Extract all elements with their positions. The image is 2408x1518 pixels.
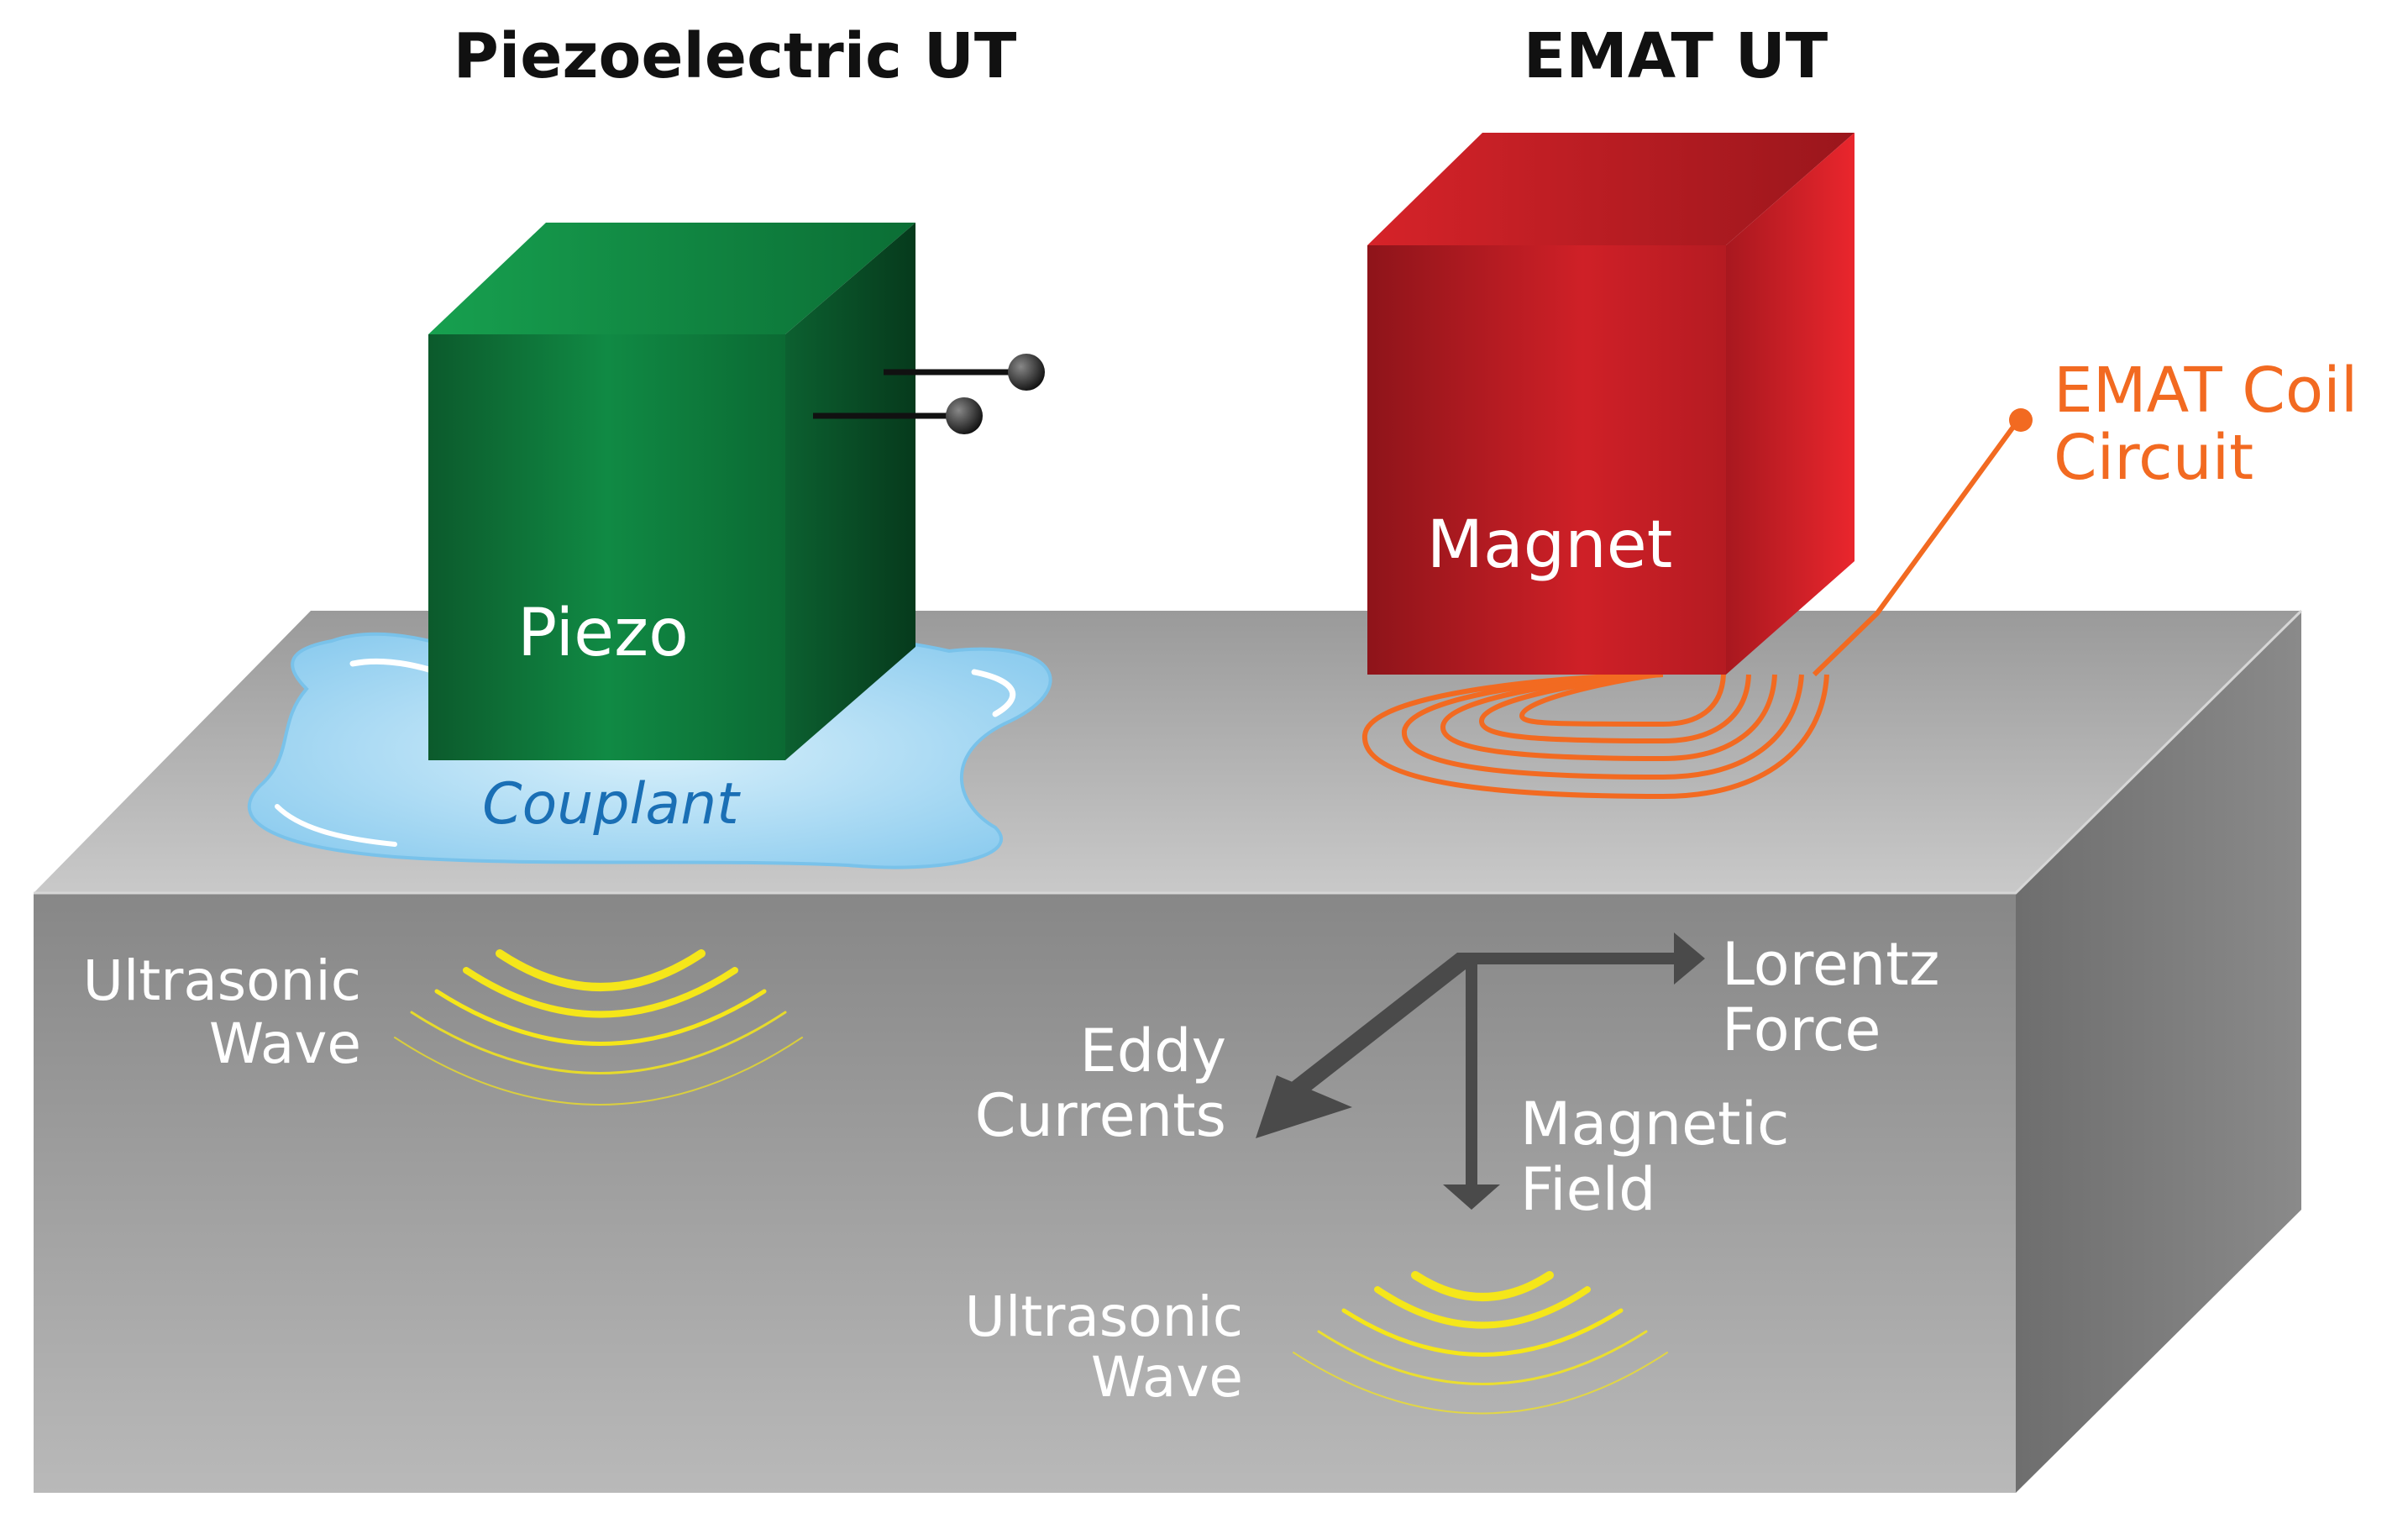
couplant-label: Couplant [482,771,741,838]
lorentz-force-label-line1: Lorentz [1722,930,1939,999]
force-field-arrows [1256,932,1705,1210]
emat-coil-label-line2: Circuit [2054,422,2253,494]
lorentz-force-arrow [1457,932,1705,985]
slab-right-face [2016,611,2301,1493]
piezo-block-top [428,223,915,334]
magnet-block-side [1726,133,1855,675]
coil-lead-terminal [2009,408,2033,432]
ultrasonic-wave-left [394,949,803,1106]
emat-coil-label-line1: EMAT Coil [2054,355,2358,427]
magnet-block [1367,133,1855,675]
ultrasonic-wave-right [1293,1271,1668,1415]
title-emat-ut: EMAT UT [1524,20,1828,92]
piezo-label: Piezo [517,596,689,671]
ultrasonic-wave-right-label-line1: Ultrasonic [965,1284,1243,1349]
slab-front-face [34,893,2016,1493]
eddy-currents-label-line1: Eddy [1079,1016,1226,1085]
ultrasonic-wave-left-label-line2: Wave [209,1011,361,1076]
magnetic-field-label-line1: Magnetic [1520,1090,1790,1158]
coil-lead-wire [1812,408,2033,677]
title-piezoelectric-ut: Piezoelectric UT [454,20,1017,92]
magnet-block-top [1367,133,1855,245]
lorentz-force-label-line2: Force [1722,995,1881,1064]
piezo-block-front [428,334,785,760]
eddy-currents-label-line2: Currents [975,1081,1226,1150]
terminal-ball-lower [946,397,983,434]
emat-coil-loops [1361,672,1829,800]
magnet-label: Magnet [1427,507,1673,583]
ultrasonic-wave-left-label-line1: Ultrasonic [83,948,361,1013]
slab-edge-lines [34,609,2303,895]
terminal-ball-upper [1008,354,1045,391]
piezo-terminal-wires [813,354,1045,434]
magnet-block-front [1367,245,1726,675]
piezo-block-side [785,223,915,760]
ultrasonic-wave-right-label-line2: Wave [1091,1345,1243,1410]
magnetic-field-arrow [1443,959,1500,1210]
eddy-currents-arrow [1256,953,1470,1138]
piezo-block [428,223,915,760]
magnetic-field-label-line2: Field [1520,1155,1656,1224]
